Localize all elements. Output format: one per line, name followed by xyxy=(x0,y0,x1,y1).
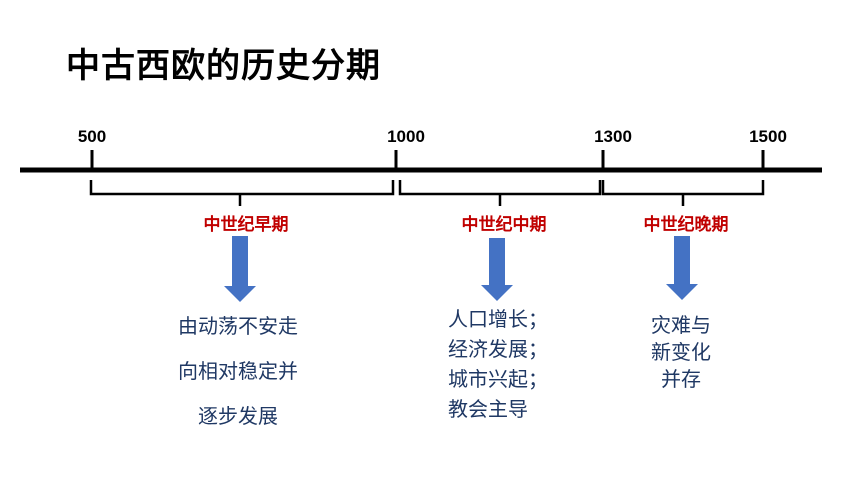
description-line: 并存 xyxy=(661,367,701,391)
description-middle: 人口增长； 经济发展； 城市兴起； 教会主导 xyxy=(448,304,548,424)
description-line: 教会主导 xyxy=(448,397,528,421)
period-label-early: 中世纪早期 xyxy=(203,215,289,235)
year-label-500: 500 xyxy=(77,127,107,146)
description-line: 逐步发展 xyxy=(198,404,278,428)
year-label-1500: 1500 xyxy=(749,127,787,146)
period-label-middle: 中世纪中期 xyxy=(461,215,547,235)
period-label-late: 中世纪晚期 xyxy=(643,215,729,235)
description-line: 新变化 xyxy=(651,340,711,364)
arrow-down-icon xyxy=(481,238,513,301)
brace-middle xyxy=(398,180,602,206)
description-early: 由动荡不安走 向相对稳定并 逐步发展 xyxy=(178,310,298,445)
year-label-1000: 1000 xyxy=(387,127,425,146)
brace-late xyxy=(601,180,765,206)
description-line: 向相对稳定并 xyxy=(178,359,298,383)
description-late: 灾难与 新变化 并存 xyxy=(651,312,711,393)
description-line: 城市兴起； xyxy=(448,367,548,391)
description-line: 灾难与 xyxy=(651,313,711,337)
year-label-1300: 1300 xyxy=(594,127,632,146)
description-line: 由动荡不安走 xyxy=(178,314,298,338)
arrow-down-icon xyxy=(666,236,698,300)
description-line: 人口增长； xyxy=(448,307,548,331)
slide-title: 中古西欧的历史分期 xyxy=(66,46,381,86)
brace-early xyxy=(89,180,395,206)
description-line: 经济发展； xyxy=(448,337,548,361)
arrow-down-icon xyxy=(224,236,256,302)
